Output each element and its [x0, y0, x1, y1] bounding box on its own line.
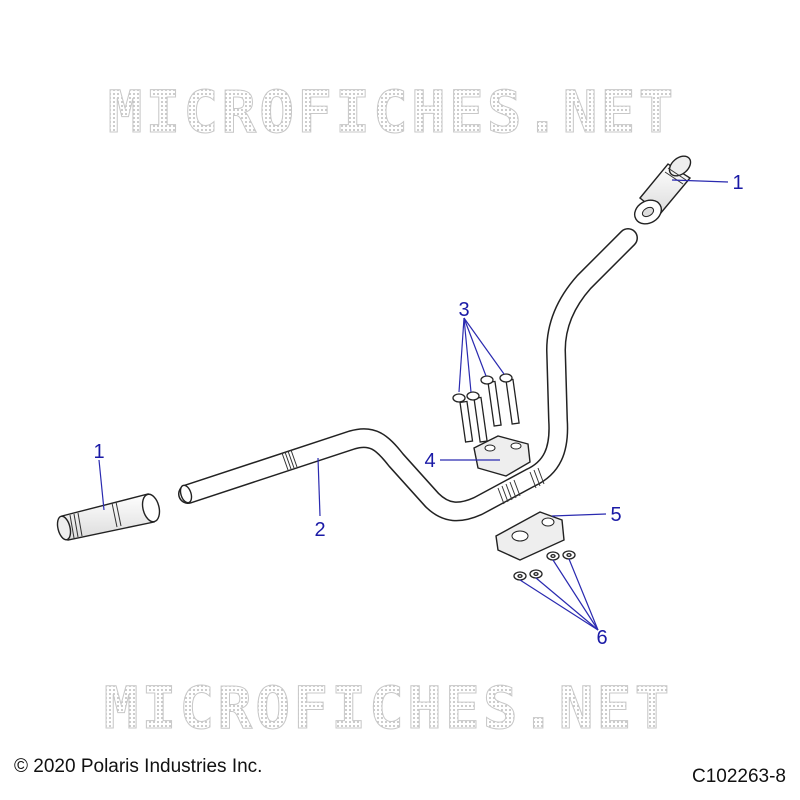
- bolt-4: [499, 373, 520, 425]
- handlebar: [178, 228, 638, 522]
- nuts: [513, 550, 576, 581]
- leader-lines: [98, 179, 729, 631]
- nut-4: [562, 550, 576, 560]
- bolts: [452, 373, 520, 443]
- bolt-1: [452, 393, 474, 443]
- lower-clamp: [495, 511, 565, 561]
- nut-2: [529, 569, 543, 579]
- knurl-band-center: [497, 467, 545, 505]
- nut-3: [546, 551, 560, 561]
- callout-handlebar: 2: [314, 519, 325, 541]
- bolt-3: [480, 375, 502, 427]
- grip-left: [56, 493, 161, 541]
- callout-bolts: 3: [458, 299, 469, 321]
- callout-nuts: 6: [596, 627, 607, 649]
- callout-grip-right: 1: [732, 172, 743, 194]
- watermark-top: MICROFICHES.NET: [108, 78, 677, 146]
- callout-upper-clamp: 4: [424, 450, 435, 472]
- callout-lower-clamp: 5: [610, 504, 621, 526]
- knurl-band-left: [281, 449, 298, 471]
- diagram-id: C102263-8: [691, 766, 786, 787]
- callout-grip-left: 1: [93, 441, 104, 463]
- bolt-2: [466, 391, 488, 443]
- copyright-notice: © 2020 Polaris Industries Inc.: [14, 756, 263, 777]
- watermark-bottom: MICROFICHES.NET: [104, 674, 673, 742]
- grip-right: [633, 155, 692, 225]
- nut-1: [513, 571, 527, 581]
- upper-clamp: [473, 435, 531, 477]
